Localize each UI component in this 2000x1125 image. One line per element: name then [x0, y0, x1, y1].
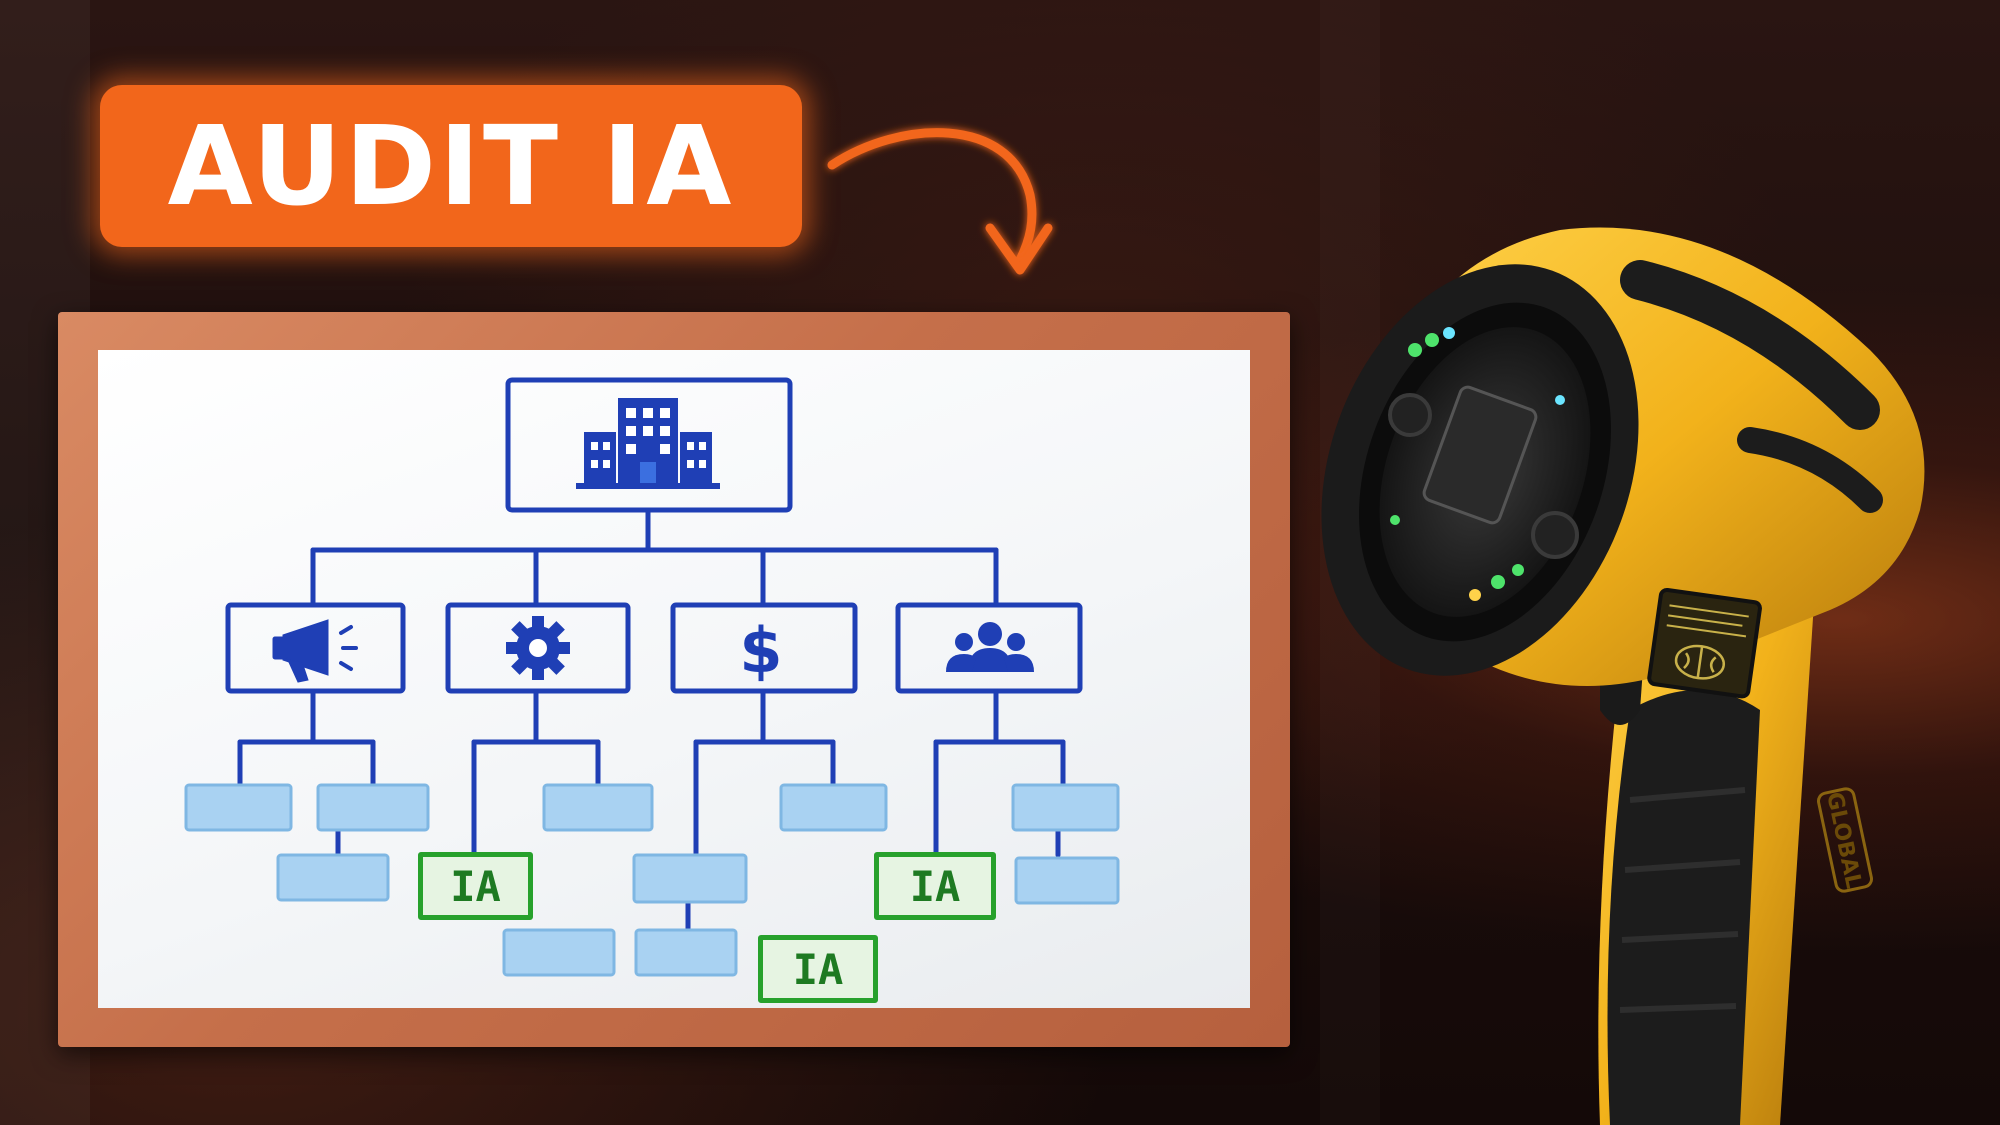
ia-node: IA: [418, 852, 533, 920]
headline-badge: AUDIT IA: [100, 85, 802, 247]
scanner-window: [1422, 385, 1538, 525]
ia-label: IA: [450, 861, 501, 911]
barcode-scanner: GLOBAL: [1321, 227, 1925, 1125]
org-chart-diagram: $: [184, 377, 1120, 977]
leaf-node: [184, 783, 293, 832]
office-building-icon: [576, 398, 720, 489]
handle-grip: [1607, 690, 1760, 1125]
headline-text: AUDIT IA: [167, 102, 735, 230]
brain-icon: [1674, 644, 1726, 680]
megaphone-icon: [272, 619, 358, 683]
dept-node-hr: [895, 602, 1083, 694]
dollar-sign-icon: $: [739, 614, 782, 687]
ia-node: IA: [758, 935, 878, 1003]
people-group-icon: [946, 622, 1034, 672]
leaf-node: [542, 783, 654, 832]
leaf-node: [779, 783, 888, 832]
leaf-node: [276, 853, 390, 902]
ia-label: IA: [792, 944, 844, 994]
leaf-node: [634, 928, 738, 977]
leaf-node: [632, 853, 748, 904]
ia-node: IA: [874, 852, 996, 920]
leaf-node: [502, 928, 616, 977]
display-panel: [1647, 587, 1762, 699]
status-leds: [1390, 327, 1565, 601]
leaf-node: [316, 783, 430, 832]
gear-icon: [506, 616, 570, 680]
curved-arrow-icon: [827, 128, 1053, 275]
leaf-node: [1014, 856, 1120, 905]
ia-label: IA: [909, 861, 961, 911]
brand-label: GLOBAL: [1816, 787, 1874, 893]
leaf-node: [1011, 783, 1120, 832]
